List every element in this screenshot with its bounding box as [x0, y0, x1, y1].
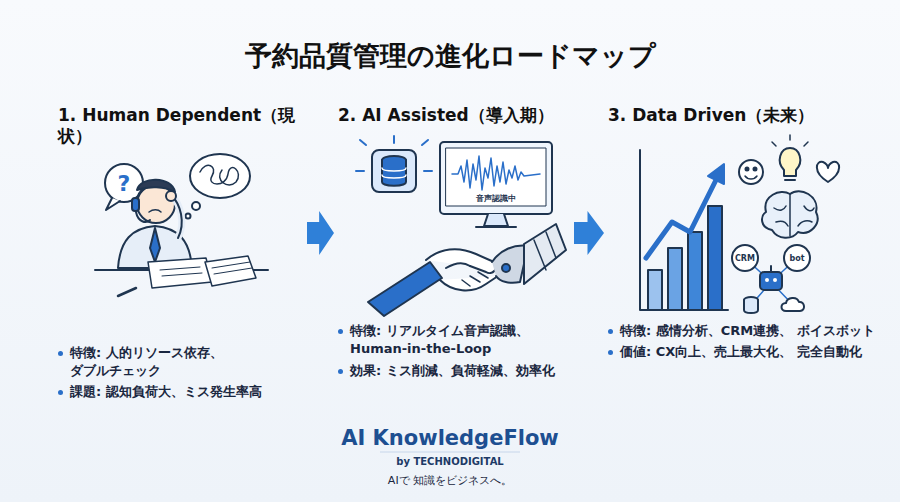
stage-arrow	[574, 211, 604, 255]
bullet-dot	[338, 329, 343, 334]
diagram-title: 予約品質管理の進化ロードマップ	[0, 38, 900, 74]
icon-label: bot	[789, 254, 804, 263]
stage-heading: 3. Data Driven（未来）	[608, 105, 876, 126]
bullet-text: 特徴: 感情分析、CRM連携、 ボイスボット	[620, 322, 875, 340]
bullet-text: 効果: ミス削減、負荷軽減、効率化	[350, 362, 555, 380]
bullet-dot	[608, 329, 613, 334]
insight-icons	[739, 135, 839, 238]
icon-label: 音声認識中	[476, 193, 516, 204]
stage-column: 3. Data Driven（未来） 特徴: 感情分析、CRM連携、 ボイスボット…	[608, 105, 876, 365]
stage-heading: 2. AI Assisted（導入期）	[338, 105, 570, 126]
bar-chart-icon	[640, 150, 728, 310]
icon-label: ?	[118, 171, 131, 196]
database-icon	[356, 136, 432, 192]
stage-arrow	[307, 211, 334, 255]
bullet-text: 課題: 認知負荷大、ミス発生率高	[70, 383, 262, 401]
footer-text: AI KnowledgeFlow	[341, 426, 559, 450]
icon-label: CRM	[735, 254, 755, 263]
stage-column: 1. Human Dependent（現状） 特徴: 人的リソース依存、 ダブルチ…	[58, 105, 303, 404]
stage-heading: 1. Human Dependent（現状）	[58, 105, 303, 148]
bullet-text: 特徴: 人的リソース依存、 ダブルチェック	[70, 344, 303, 380]
footer-rule	[380, 452, 520, 453]
monitor-icon	[440, 142, 552, 227]
bullet-dot	[338, 369, 343, 374]
footer-text: AIで 知識をビジネスへ。	[388, 473, 512, 488]
bullet-dot	[58, 351, 63, 356]
operator-illustration	[95, 154, 268, 296]
data-driven-illustration	[640, 135, 839, 313]
bullet-text: 価値: CX向上、売上最大化、 完全自動化	[620, 343, 862, 361]
handshake-icon	[368, 224, 566, 316]
bullet-text: 特徴: リアルタイム音声認識、 Human-in-the-Loop	[350, 322, 570, 358]
stage-column: 2. AI Assisted（導入期） 特徴: リアルタイム音声認識、 Human…	[338, 105, 570, 383]
bullet-dot	[608, 350, 613, 355]
bullet-dot	[58, 390, 63, 395]
ai-handshake-illustration	[356, 136, 566, 316]
footer-text: by TECHNODIGITAL	[396, 456, 504, 467]
network-icons	[732, 245, 810, 313]
